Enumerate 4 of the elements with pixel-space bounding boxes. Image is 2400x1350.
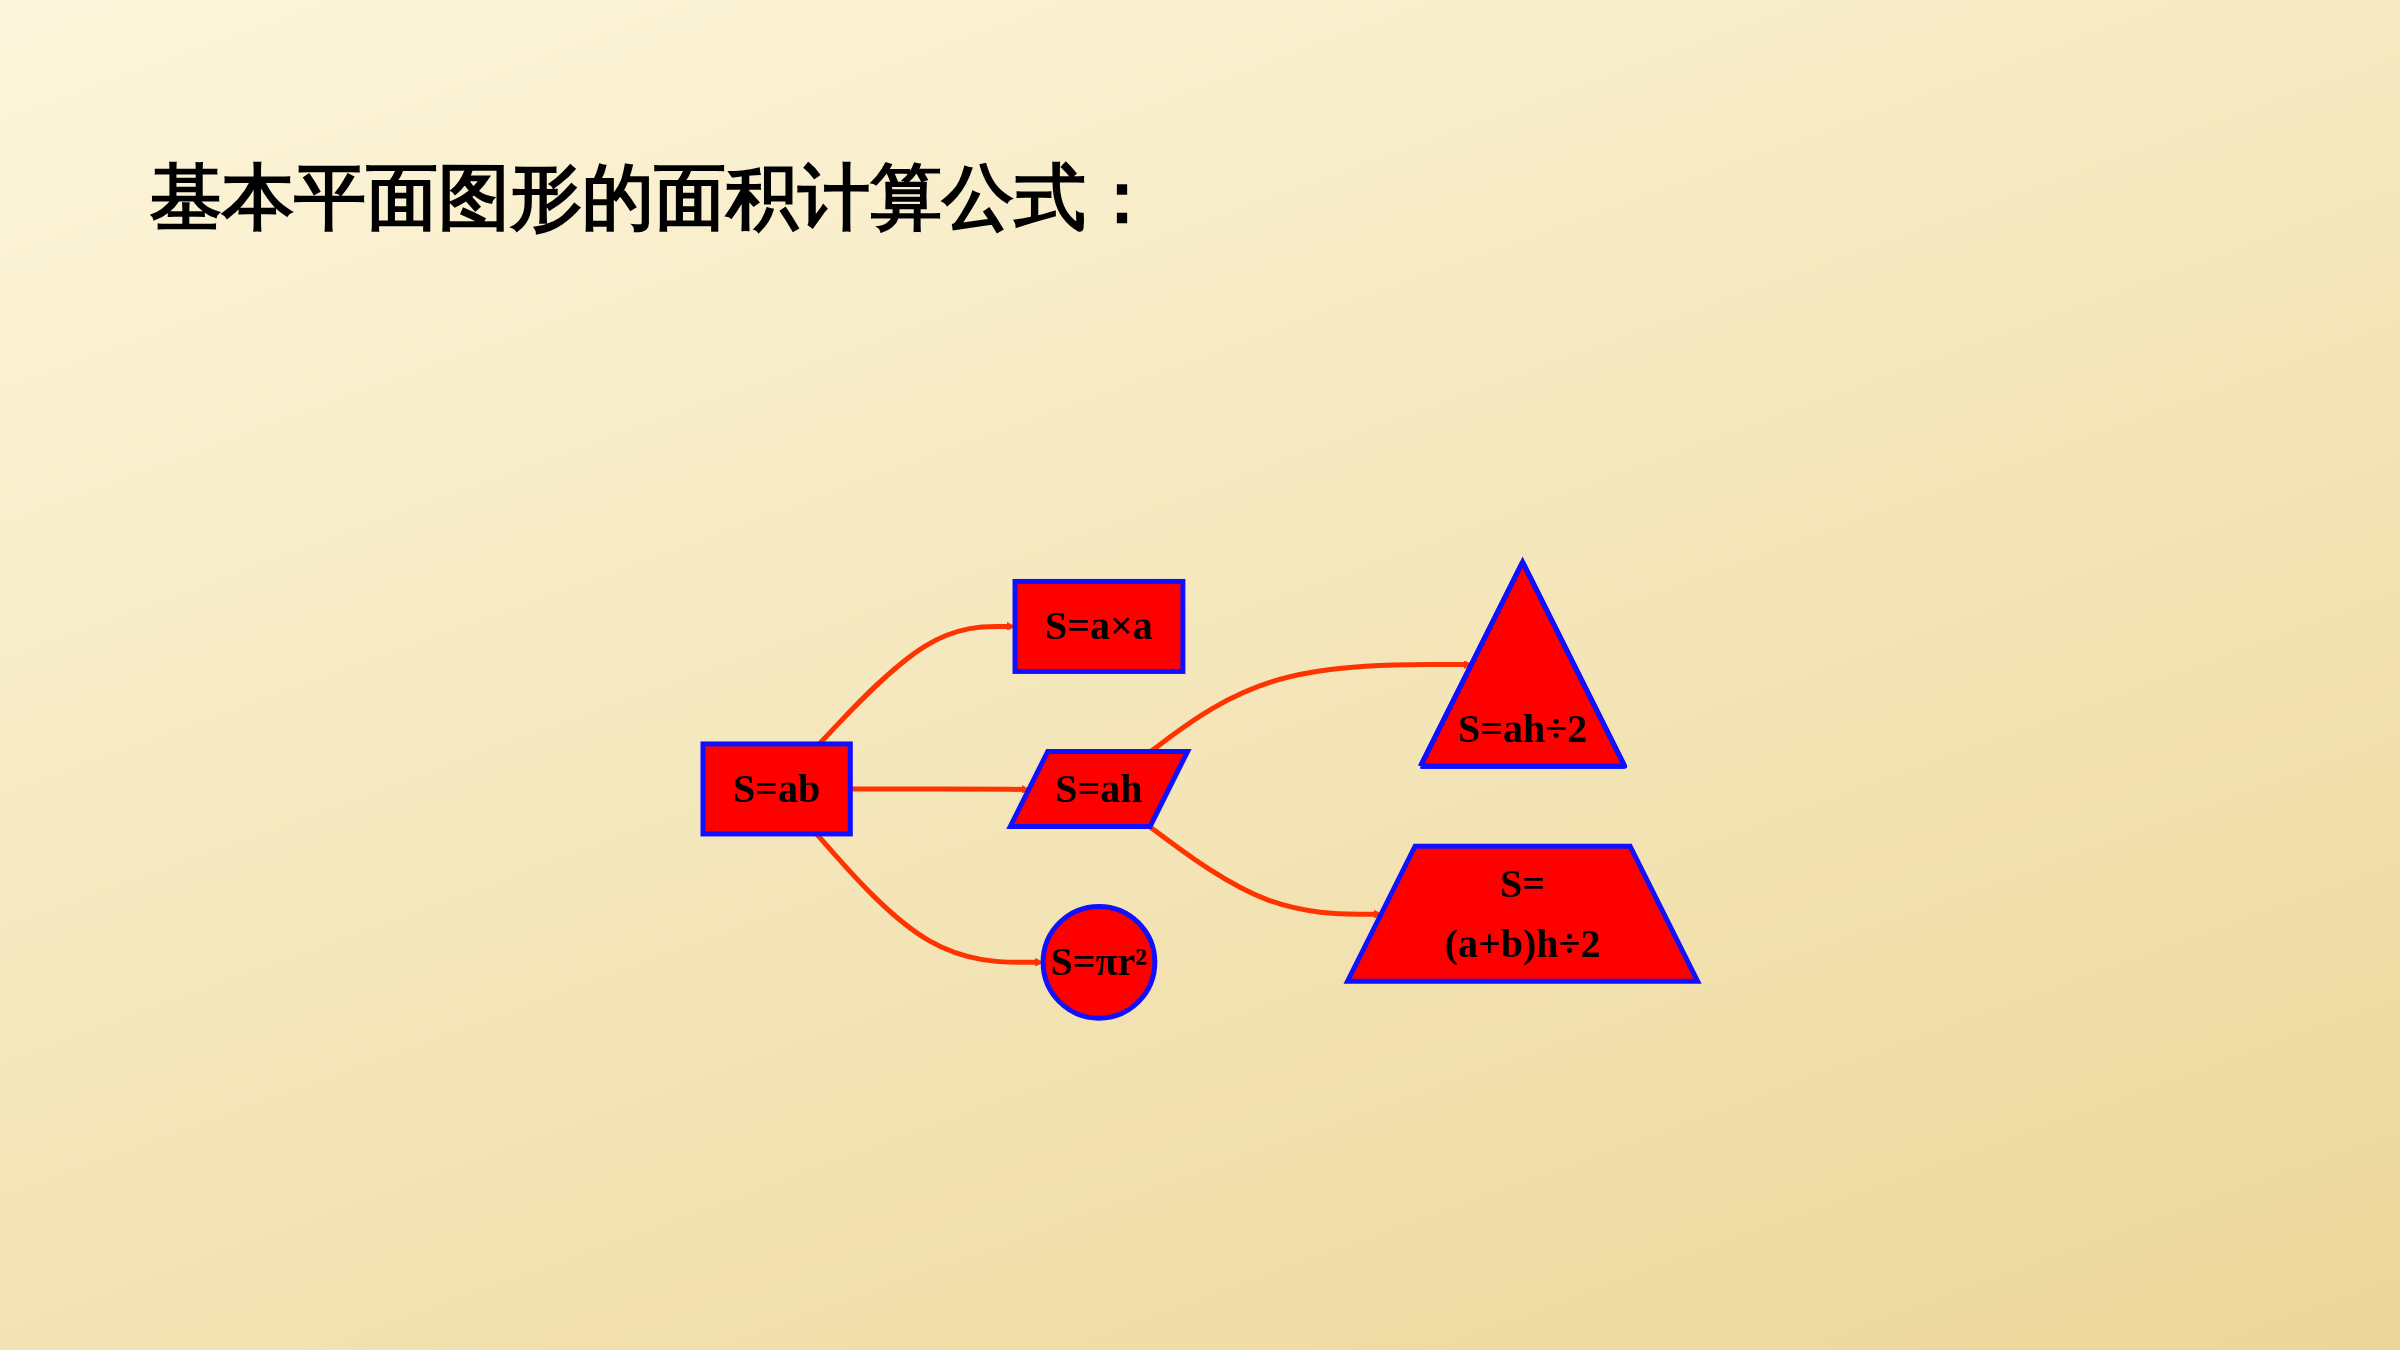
node-circle: S=πr² bbox=[1040, 903, 1157, 1021]
node-box: S=a×a bbox=[1012, 578, 1186, 674]
title: 基本平面图形的面积计算公式： bbox=[150, 154, 1158, 241]
node-box: S=ab bbox=[700, 741, 853, 837]
